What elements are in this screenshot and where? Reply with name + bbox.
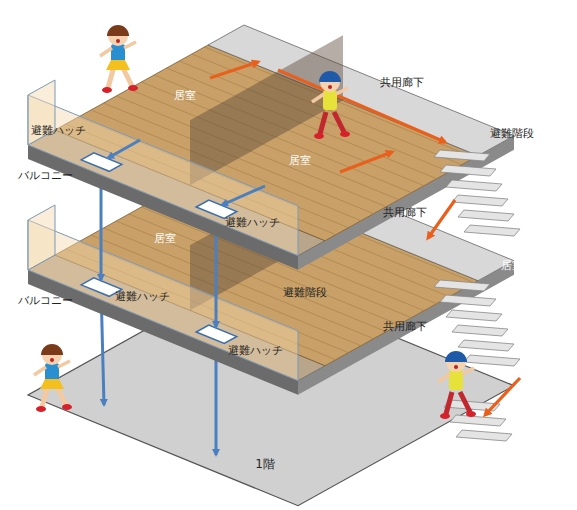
arm <box>438 374 450 382</box>
arm <box>336 88 348 94</box>
hair <box>41 344 63 355</box>
text-label: 居室 <box>289 154 311 167</box>
mouth <box>454 365 458 369</box>
arm <box>124 42 136 48</box>
text-label: 避難ハッチ <box>115 290 170 303</box>
stair-step <box>464 355 520 366</box>
arm <box>58 361 70 367</box>
text-label: 共用廊下 <box>380 76 424 89</box>
arm <box>462 368 474 374</box>
text-label: 居室 <box>174 89 196 102</box>
head <box>42 345 62 365</box>
stair-route-arrow <box>278 70 445 142</box>
shoe <box>128 85 138 91</box>
leg <box>334 112 344 132</box>
stair-route-arrow <box>340 152 392 172</box>
hair <box>319 71 341 82</box>
text-label: 避難ハッチ <box>225 216 280 229</box>
stair-step <box>452 195 508 206</box>
evacuation-hatch <box>81 153 122 171</box>
upper-floor <box>28 25 514 270</box>
text-label: 避難ハッチ <box>228 344 283 357</box>
arm <box>34 367 46 375</box>
body <box>449 370 463 390</box>
shoe <box>340 131 350 137</box>
text-label: 共用廊下 <box>383 206 427 219</box>
stair-step <box>434 150 490 161</box>
leg <box>446 392 452 414</box>
text-label: 1階 <box>255 458 275 471</box>
hair <box>445 351 467 362</box>
text-label: 避難階段 <box>490 127 534 140</box>
shoe <box>314 133 324 139</box>
text-label: 居室 <box>501 259 523 272</box>
text-label: バルコニー <box>18 294 73 307</box>
stair-step <box>434 280 490 291</box>
girl-figure <box>100 25 138 93</box>
stair-step <box>446 180 502 191</box>
stair-step <box>446 310 502 321</box>
boy-figure <box>438 351 476 419</box>
stair-step <box>456 430 512 441</box>
shoe <box>466 411 476 417</box>
text-label: 共用廊下 <box>383 320 427 333</box>
stair-step <box>452 325 508 336</box>
hatch-route-arrow <box>108 140 140 158</box>
boy-figure <box>312 71 350 139</box>
text-label: バルコニー <box>18 169 73 182</box>
evacuation-hatch <box>196 325 237 344</box>
skirt <box>40 379 64 389</box>
arm <box>100 48 112 56</box>
stair-route-arrow <box>210 62 258 78</box>
hair <box>107 25 129 36</box>
text-label: 居室 <box>154 232 176 245</box>
shoe <box>102 87 112 93</box>
head <box>446 352 466 372</box>
mouth <box>328 85 332 89</box>
skirt <box>106 60 130 70</box>
head <box>108 26 128 46</box>
girl-figure <box>34 344 72 412</box>
shoe <box>440 413 450 419</box>
balcony-glass <box>28 205 55 270</box>
arm <box>312 94 324 102</box>
shoe <box>62 404 72 410</box>
leg <box>320 112 326 134</box>
stair-route-arrow <box>428 200 455 238</box>
stair-step <box>464 225 520 236</box>
head <box>320 72 340 92</box>
body <box>323 90 337 110</box>
stair-step <box>440 295 496 306</box>
partition-wall <box>190 35 343 185</box>
stair-step <box>458 340 514 351</box>
stair-route-arrow <box>485 378 520 415</box>
stair-step <box>458 210 514 221</box>
leg <box>460 392 470 412</box>
mouth <box>116 39 120 43</box>
text-label: 避難階段 <box>283 286 327 299</box>
text-label: 避難ハッチ <box>31 124 86 137</box>
shoe <box>36 406 46 412</box>
hatch-route-arrow <box>222 186 265 205</box>
mouth <box>50 358 54 362</box>
stair-step <box>440 165 496 176</box>
stair-step <box>450 415 506 426</box>
